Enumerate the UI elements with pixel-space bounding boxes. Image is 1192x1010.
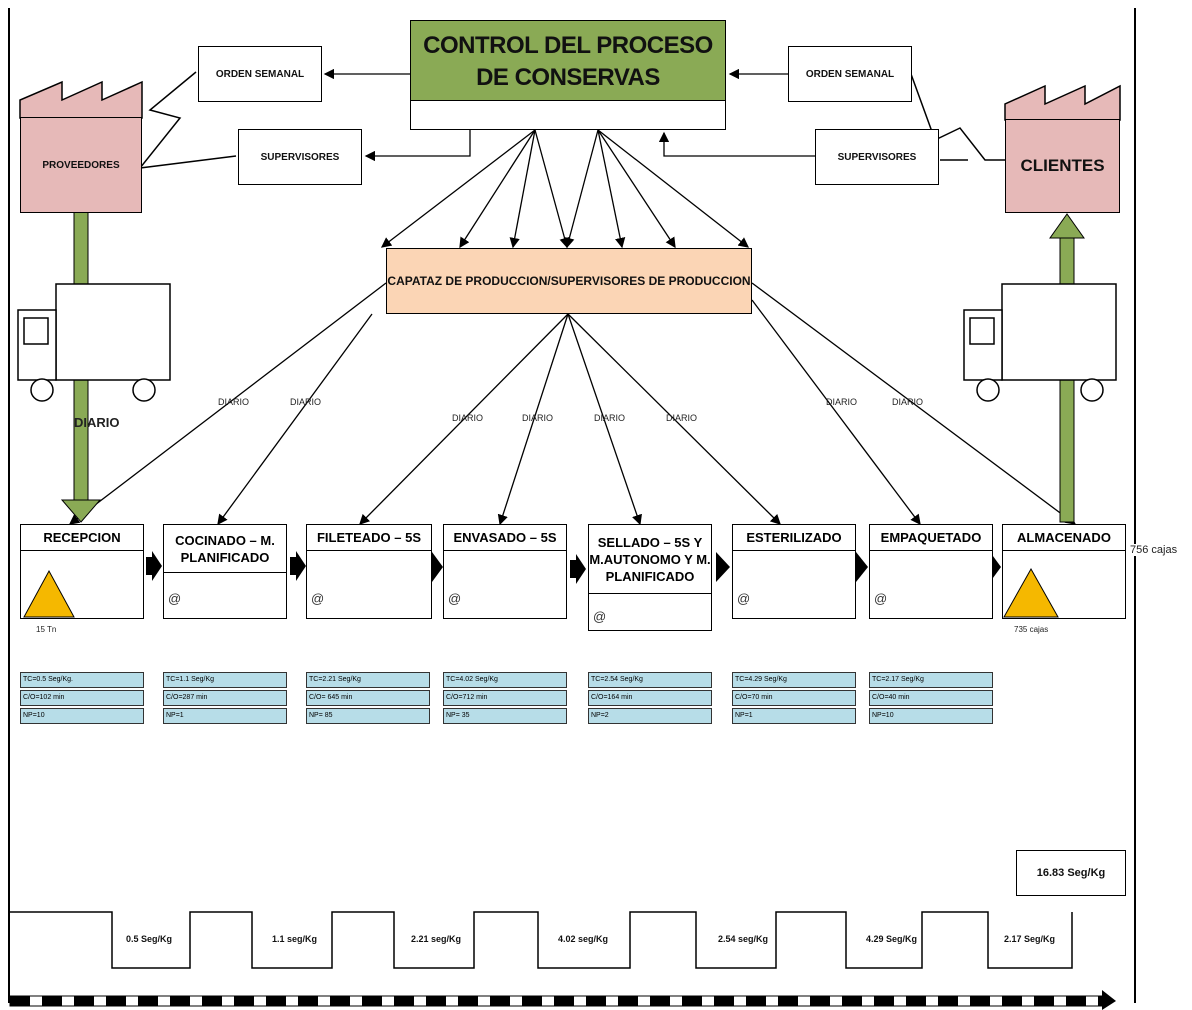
orden-semanal-right: ORDEN SEMANAL xyxy=(788,46,912,102)
operators: NP=10 xyxy=(869,708,993,724)
side-note: 756 cajas xyxy=(1126,544,1182,556)
diario-label: DIARIO xyxy=(826,397,858,407)
cycle-time: TC=2.54 Seg/Kg xyxy=(588,672,712,688)
changeover-time: C/O=164 min xyxy=(588,690,712,706)
timeline-value: 4.29 Seg/Kg xyxy=(866,934,918,944)
supervisores-right: SUPERVISORES xyxy=(815,129,939,185)
process-title: RECEPCION xyxy=(21,525,143,551)
operator-icon: @ xyxy=(311,591,325,606)
timeline-wave xyxy=(10,911,1073,969)
diario-label: DIARIO xyxy=(452,413,484,423)
diario-label: DIARIO xyxy=(666,413,698,423)
info-arrows xyxy=(68,68,1077,526)
cycle-time: TC=0.5 Seg/Kg. xyxy=(20,672,144,688)
process-title: EMPAQUETADO xyxy=(870,525,992,551)
diario-label: DIARIO xyxy=(594,413,626,423)
customer-factory-icon xyxy=(1004,84,1121,121)
operator-icon: @ xyxy=(737,591,751,606)
operators: NP= 85 xyxy=(306,708,430,724)
process-title: ENVASADO – 5S xyxy=(444,525,566,551)
process-data-box: TC=2.21 Seg/Kg C/O= 645 min NP= 85 xyxy=(306,672,430,726)
process-box: EMPAQUETADO @ xyxy=(869,524,993,619)
process-data-box: TC=2.17 Seg/Kg C/O=40 min NP=10 xyxy=(869,672,993,726)
operator-icon: @ xyxy=(448,591,462,606)
control-subbox xyxy=(410,100,726,130)
operators: NP= 35 xyxy=(443,708,567,724)
supplier-label: PROVEEDORES xyxy=(20,117,142,213)
diario-label: DIARIO xyxy=(522,413,554,423)
diario-label: DIARIO xyxy=(892,397,924,407)
changeover-time: C/O=287 min xyxy=(163,690,287,706)
total-cycle-time: 16.83 Seg/Kg xyxy=(1016,850,1126,896)
process-box: FILETEADO – 5S @ xyxy=(306,524,432,619)
operators: NP=1 xyxy=(163,708,287,724)
cycle-time: TC=2.17 Seg/Kg xyxy=(869,672,993,688)
changeover-time: C/O=40 min xyxy=(869,690,993,706)
process-data-box: TC=1.1 Seg/Kg C/O=287 min NP=1 xyxy=(163,672,287,726)
cycle-time: TC=1.1 Seg/Kg xyxy=(163,672,287,688)
timeline-value: 2.21 seg/Kg xyxy=(411,934,462,944)
operators: NP=1 xyxy=(732,708,856,724)
process-box: ENVASADO – 5S @ xyxy=(443,524,567,619)
inventory-label: 735 cajas xyxy=(1014,625,1049,634)
operator-icon: @ xyxy=(593,609,607,624)
inventory-label: 15 Tn xyxy=(36,625,57,634)
customer-label: CLIENTES xyxy=(1005,119,1120,213)
process-box: ESTERILIZADO @ xyxy=(732,524,856,619)
process-data-box: TC=0.5 Seg/Kg. C/O=102 min NP=10 xyxy=(20,672,144,726)
process-title: ALMACENADO xyxy=(1003,525,1125,551)
process-title: COCINADO – M. PLANIFICADO xyxy=(164,525,286,573)
changeover-time: C/O=102 min xyxy=(20,690,144,706)
process-box: COCINADO – M. PLANIFICADO @ xyxy=(163,524,287,619)
capataz-box: CAPATAZ DE PRODUCCION/SUPERVISORES DE PR… xyxy=(386,248,752,314)
control-title: CONTROL DEL PROCESO DE CONSERVAS xyxy=(410,20,726,102)
timeline-value: 2.17 Seg/Kg xyxy=(1004,934,1056,944)
process-data-box: TC=4.29 Seg/Kg C/O=70 min NP=1 xyxy=(732,672,856,726)
cycle-time: TC=2.21 Seg/Kg xyxy=(306,672,430,688)
cycle-time: TC=4.02 Seg/Kg xyxy=(443,672,567,688)
lead-time-arrow xyxy=(9,990,1116,1010)
operators: NP=2 xyxy=(588,708,712,724)
process-data-box: TC=4.02 Seg/Kg C/O=712 min NP= 35 xyxy=(443,672,567,726)
operator-icon: @ xyxy=(874,591,888,606)
changeover-time: C/O=70 min xyxy=(732,690,856,706)
customer-truck-icon xyxy=(963,283,1117,402)
orden-semanal-left: ORDEN SEMANAL xyxy=(198,46,322,102)
operator-icon: @ xyxy=(168,591,182,606)
supervisores-left: SUPERVISORES xyxy=(238,129,362,185)
cycle-time: TC=4.29 Seg/Kg xyxy=(732,672,856,688)
process-data-box: TC=2.54 Seg/Kg C/O=164 min NP=2 xyxy=(588,672,712,726)
delivery-frequency-label: DIARIO xyxy=(74,415,120,430)
changeover-time: C/O= 645 min xyxy=(306,690,430,706)
timeline-value: 2.54 seg/Kg xyxy=(718,934,769,944)
diagram-frame xyxy=(8,8,1136,1003)
process-title: ESTERILIZADO xyxy=(733,525,855,551)
diario-label: DIARIO xyxy=(290,397,322,407)
changeover-time: C/O=712 min xyxy=(443,690,567,706)
process-title: SELLADO – 5S Y M.AUTONOMO Y M. PLANIFICA… xyxy=(589,525,711,594)
process-title: FILETEADO – 5S xyxy=(307,525,431,551)
process-box: SELLADO – 5S Y M.AUTONOMO Y M. PLANIFICA… xyxy=(588,524,712,631)
supplier-truck-icon xyxy=(17,283,171,402)
timeline-value: 4.02 seg/Kg xyxy=(558,934,609,944)
timeline-value: 1.1 seg/Kg xyxy=(272,934,318,944)
timeline-value: 0.5 Seg/Kg xyxy=(126,934,173,944)
supplier-factory-icon xyxy=(19,80,143,119)
operators: NP=10 xyxy=(20,708,144,724)
diario-label: DIARIO xyxy=(218,397,250,407)
